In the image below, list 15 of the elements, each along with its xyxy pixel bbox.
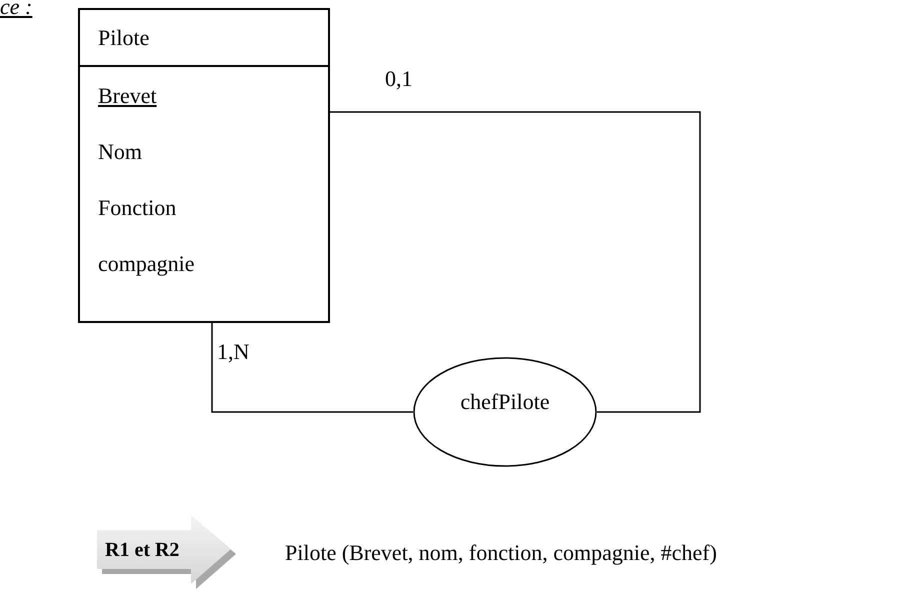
arrow-label: R1 et R2 — [105, 538, 180, 563]
key-attribute: Brevet — [98, 82, 157, 110]
relationship-name: chefPilote — [459, 388, 551, 416]
heading-fragment: ce : — [0, 0, 32, 21]
entity-box — [78, 8, 330, 323]
connector-line — [211, 323, 413, 413]
attribute: Fonction — [98, 194, 176, 222]
cardinality-label: 1,N — [217, 341, 250, 363]
relational-schema: Pilote (Brevet, nom, fonction, compagnie, #chef) — [285, 539, 717, 567]
entity-name: Pilote — [98, 24, 150, 52]
connector-line — [330, 111, 701, 413]
cardinality-label: 0,1 — [385, 68, 412, 90]
attribute: compagnie — [98, 250, 195, 278]
attribute: Nom — [98, 138, 142, 166]
relationship-ellipse — [413, 357, 597, 467]
